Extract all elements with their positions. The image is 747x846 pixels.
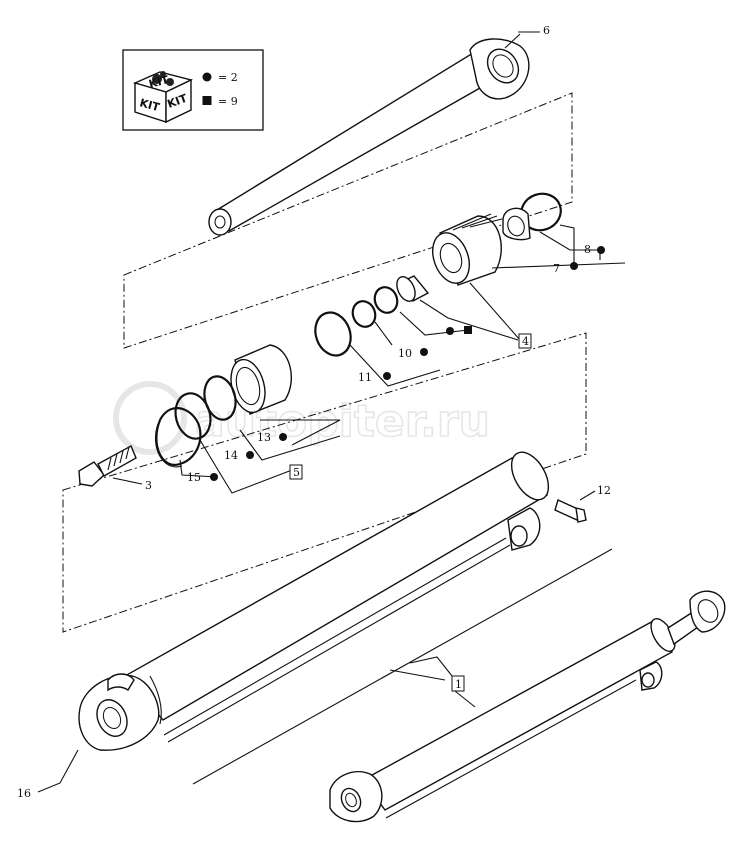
legend-circle-text: = 2: [218, 71, 238, 84]
callout-15: 15: [187, 471, 201, 484]
kit-label-left: KIT: [138, 96, 161, 114]
gland-head: [230, 344, 293, 415]
marker-dot-13: [279, 433, 287, 441]
marker-dot-15: [210, 473, 218, 481]
dashdot-boundary-upper: [123, 92, 573, 349]
kit-label-top: KIT: [147, 73, 170, 91]
piston-rod: [208, 38, 530, 236]
callout-3: 3: [145, 479, 152, 492]
callout-11: 11: [358, 371, 372, 384]
callout-12: 12: [597, 484, 611, 497]
callout-6: 6: [543, 24, 550, 37]
marker-dot-11: [383, 372, 391, 380]
marker-square-10: [464, 326, 472, 334]
bolt-part-12: [554, 499, 587, 523]
kit-box-icon: KIT KIT KIT: [132, 71, 194, 124]
split-ring-part-15: [155, 407, 202, 466]
watermark: autopiter.ru: [113, 381, 491, 455]
oring-part-11: [314, 311, 352, 357]
cylinder-barrel: [78, 451, 550, 751]
ring-part-14: [174, 392, 212, 440]
callout-10: 10: [398, 347, 412, 360]
ring-part-7-bore: [507, 215, 525, 237]
separator-line: [192, 548, 613, 785]
marker-dot-10a: [446, 327, 454, 335]
callout-7: 7: [553, 262, 560, 275]
ring-part-10b: [373, 286, 399, 314]
callout-5: 5: [293, 466, 300, 479]
marker-dot-10b: [420, 348, 428, 356]
callout-13: 13: [257, 431, 271, 444]
assembled-cylinder: [329, 590, 726, 823]
kit-legend: KIT KIT KIT = 2 = 9: [122, 49, 264, 131]
marker-dot-8: [597, 246, 605, 254]
legend-square-symbol: [202, 96, 212, 105]
ring-part-11b: [351, 300, 377, 328]
bolt-part-3: [78, 445, 137, 487]
split-ring-part-15-inner: [154, 423, 183, 468]
legend-square-text: = 9: [218, 95, 238, 108]
callout-4: 4: [522, 335, 529, 348]
leader-lines: [37, 31, 626, 793]
callout-8: 8: [584, 243, 591, 256]
callout-14: 14: [224, 449, 238, 462]
legend-circle-symbol: [202, 72, 212, 82]
callout-16: 16: [17, 787, 31, 800]
piston: [432, 213, 503, 286]
ring-part-7: [502, 207, 531, 241]
dashdot-boundary-lower: [62, 332, 587, 633]
callout-1: 1: [455, 678, 462, 691]
marker-dot-7: [570, 262, 578, 270]
marker-dot-14: [246, 451, 254, 459]
